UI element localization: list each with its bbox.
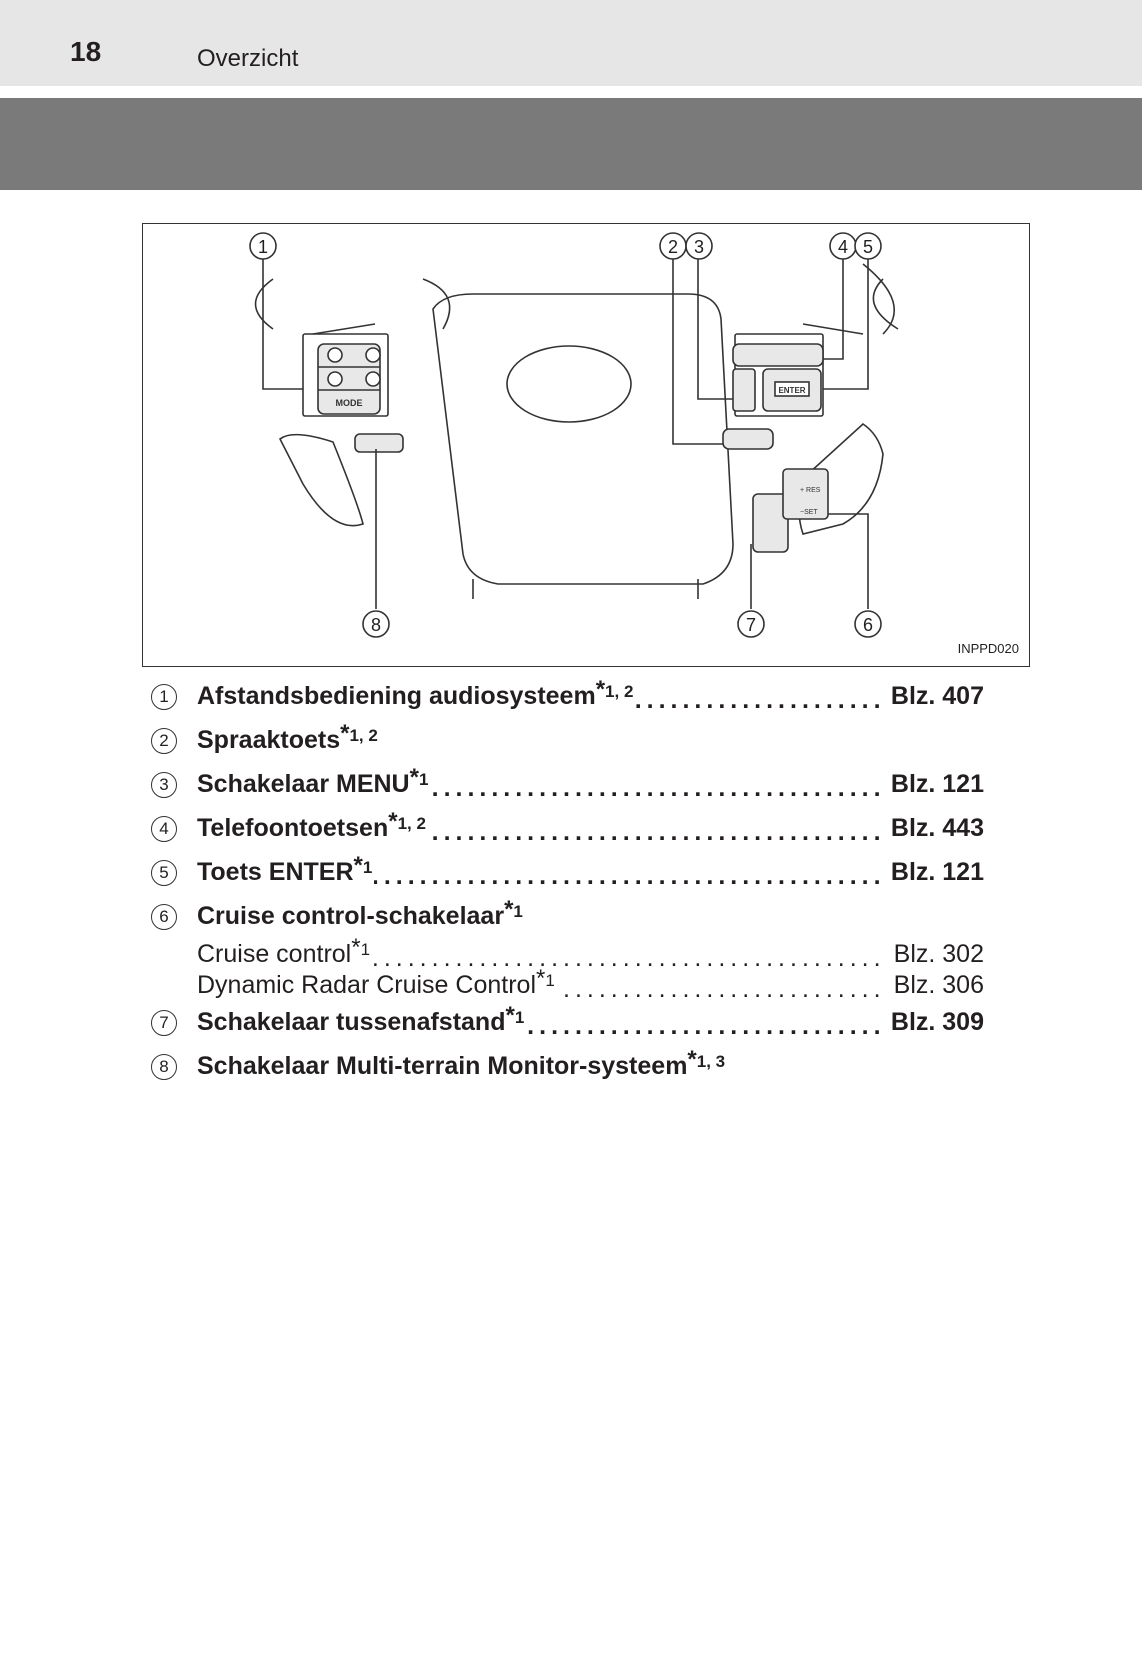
mode-switch-label: MODE <box>336 398 363 408</box>
callout-6: 6 <box>863 615 873 635</box>
res-switch-label: + RES <box>800 487 821 494</box>
item-label: Telefoontoetsen*1, 2 <box>197 808 428 843</box>
footnote-ref: *1 <box>351 934 371 961</box>
list-item: 6 Cruise control-schakelaar*1 <box>148 896 984 940</box>
item-number: 5 <box>151 860 177 886</box>
callout-4: 4 <box>838 237 848 257</box>
leader-dots: ........................................… <box>348 862 884 888</box>
item-number: 8 <box>151 1054 177 1080</box>
item-number: 2 <box>151 728 177 754</box>
item-label-text: Cruise control-schakelaar <box>197 902 505 930</box>
item-label-text: Afstandsbediening audiosysteem <box>197 682 596 710</box>
footnote-ref: *1, 2 <box>595 676 634 703</box>
footnote-ref: *1, 2 <box>340 720 378 747</box>
list-item: 5 Toets ENTER*1..........................… <box>148 852 984 896</box>
steering-wheel-figure: MODE ENTER + RES −SET 1 2 <box>142 223 1030 667</box>
page-reference: Blz. 306 <box>889 971 984 1000</box>
footnote-ref: *1 <box>353 852 373 879</box>
footnote-ref: *1 <box>505 1002 525 1029</box>
item-label: Afstandsbediening audiosysteem*1, 2 <box>197 676 636 711</box>
item-number: 6 <box>151 904 177 930</box>
item-number: 7 <box>151 1010 177 1036</box>
list-subitem: Cruise control*1........................… <box>148 934 984 971</box>
page-reference: Blz. 121 <box>886 770 984 799</box>
item-label: Schakelaar Multi-terrain Monitor-systeem… <box>197 1046 728 1081</box>
callout-5: 5 <box>863 237 873 257</box>
list-item: 3 Schakelaar MENU*1......................… <box>148 764 984 808</box>
leader-dots: ........................................… <box>348 818 884 844</box>
item-number: 3 <box>151 772 177 798</box>
chapter-band <box>0 98 1142 190</box>
callout-3: 3 <box>694 237 704 257</box>
page-reference: Blz. 302 <box>889 940 984 969</box>
item-label-text: Telefoontoetsen <box>197 814 389 842</box>
item-number: 4 <box>151 816 177 842</box>
leader-dots: ........................................… <box>348 944 884 970</box>
item-label-text: Spraaktoets <box>197 726 341 754</box>
item-label-text: Cruise control <box>197 940 352 968</box>
item-number: 1 <box>151 684 177 710</box>
item-label-text: Schakelaar MENU <box>197 770 410 798</box>
item-label-text: Schakelaar Multi-terrain Monitor-systeem <box>197 1052 688 1080</box>
item-label: Cruise control-schakelaar*1 <box>197 896 525 931</box>
enter-switch-label: ENTER <box>778 386 805 395</box>
footnote-ref: *1 <box>409 764 429 791</box>
figure-code: INPPD020 <box>957 641 1019 656</box>
item-label: Schakelaar MENU*1 <box>197 764 431 799</box>
leader-dots: ........................................… <box>348 774 884 800</box>
item-label: Spraaktoets*1, 2 <box>197 720 380 755</box>
page-reference: Blz. 309 <box>886 1008 984 1037</box>
item-label-text: Toets ENTER <box>197 858 354 886</box>
page-reference: Blz. 121 <box>886 858 984 887</box>
list-subitem: Dynamic Radar Cruise Control*1..........… <box>148 965 984 1002</box>
page-reference: Blz. 443 <box>886 814 984 843</box>
callout-7: 7 <box>746 615 756 635</box>
section-title: Overzicht <box>197 45 299 72</box>
page-reference: Blz. 407 <box>886 682 984 711</box>
footnote-ref: *1 <box>504 896 523 923</box>
item-label: Toets ENTER*1 <box>197 852 375 887</box>
page-number: 18 <box>70 36 102 67</box>
steering-wheel-illustration: MODE ENTER + RES −SET 1 2 <box>249 232 899 638</box>
item-label: Dynamic Radar Cruise Control*1 <box>197 965 557 1000</box>
footnote-ref: *1, 3 <box>687 1046 726 1073</box>
list-item: 4 Telefoontoetsen*1, 2...................… <box>148 808 984 852</box>
item-label: Cruise control*1 <box>197 934 373 969</box>
callout-8: 8 <box>371 615 381 635</box>
item-label-text: Dynamic Radar Cruise Control <box>197 971 537 999</box>
item-label-text: Schakelaar tussenafstand <box>197 1008 506 1036</box>
list-item: 8 Schakelaar Multi-terrain Monitor-systee… <box>148 1046 984 1090</box>
item-label: Schakelaar tussenafstand*1 <box>197 1002 527 1037</box>
callout-2: 2 <box>668 237 678 257</box>
list-item: 2 Spraaktoets*1, 2 <box>148 720 984 764</box>
footnote-ref: *1 <box>536 965 555 992</box>
footnote-ref: *1, 2 <box>388 808 426 835</box>
header-bar <box>0 0 1142 86</box>
callout-1: 1 <box>258 237 268 257</box>
set-switch-label: −SET <box>800 509 818 516</box>
